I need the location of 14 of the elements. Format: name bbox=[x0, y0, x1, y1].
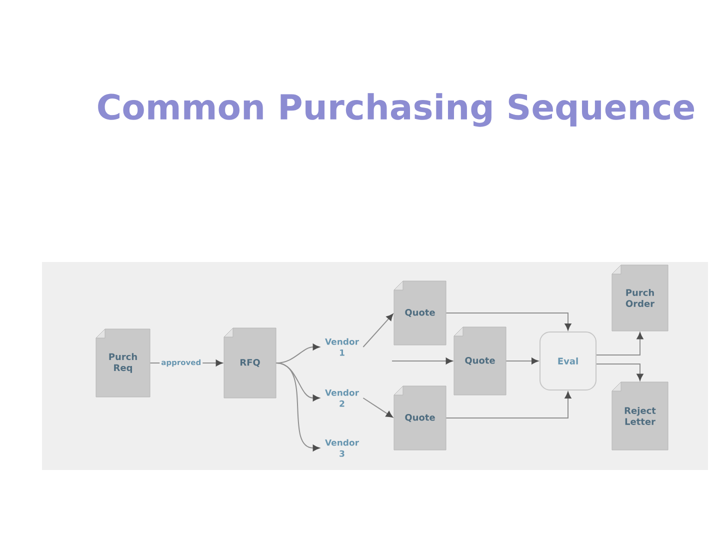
title: Common Purchasing Sequence bbox=[98, 93, 694, 127]
vendor-label: Vendor 2 bbox=[325, 389, 360, 407]
arrow bbox=[362, 314, 394, 348]
arrow bbox=[446, 392, 572, 418]
vendor-label: Vendor 1 bbox=[325, 338, 360, 356]
process-box: Eval bbox=[540, 332, 596, 390]
arrow bbox=[596, 364, 644, 381]
arrow bbox=[596, 332, 644, 356]
arrow bbox=[392, 358, 453, 364]
arrow bbox=[276, 362, 320, 452]
arrow bbox=[362, 398, 393, 418]
arrow bbox=[506, 358, 538, 364]
vendor-label: Vendor 3 bbox=[325, 439, 360, 457]
arrow bbox=[446, 312, 572, 330]
